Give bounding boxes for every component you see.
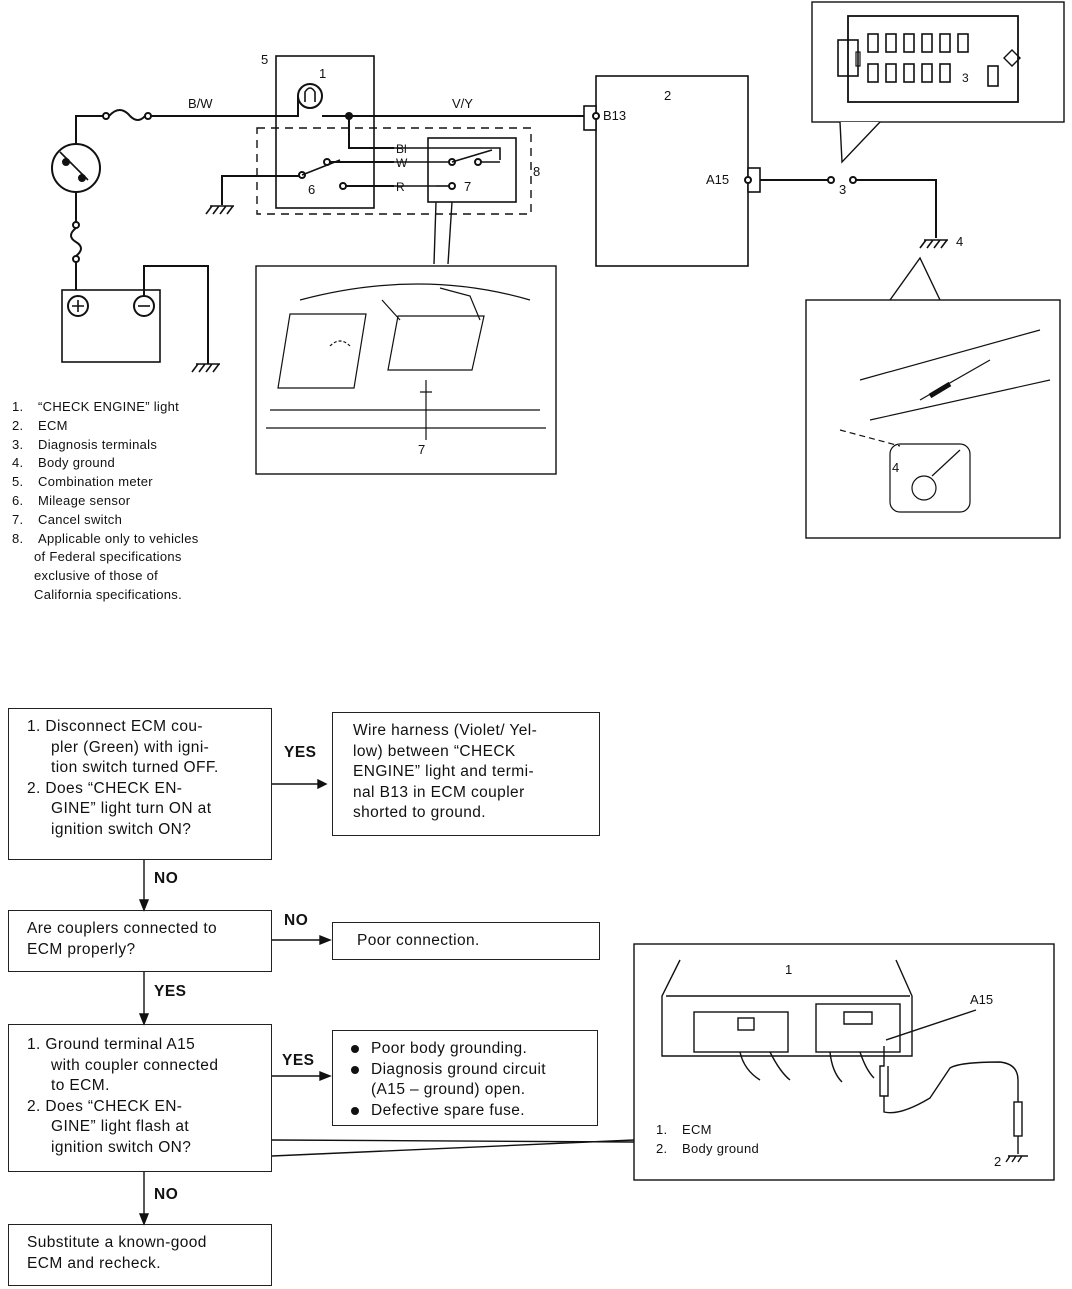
flow-step-2: Are couplers connected to ECM properly? xyxy=(8,910,272,972)
inset-3-label: 3 xyxy=(962,71,969,85)
label-6: 6 xyxy=(308,182,315,197)
diagnosis-connector-inset xyxy=(811,1,1065,123)
cancel-switch-inset xyxy=(255,265,557,475)
bulb-filament-icon xyxy=(304,87,316,102)
legend-item: 1.“CHECK ENGINE” light xyxy=(12,399,180,414)
inset-7-label: 7 xyxy=(418,442,425,457)
connector-pins xyxy=(867,33,969,83)
wire-bl-label: Bl xyxy=(396,142,407,156)
label-1: 1 xyxy=(319,66,326,81)
legend-item-continued: of Federal specifications xyxy=(34,549,182,565)
cause-item: Poor body grounding. xyxy=(347,1039,583,1060)
battery-plus-icon xyxy=(67,295,89,317)
legend-item: 1.ECM xyxy=(656,1122,712,1137)
legend-item: 7.Cancel switch xyxy=(12,511,123,527)
cause-list: Poor body grounding. Diagnosis ground ci… xyxy=(347,1039,583,1121)
legend-item: 5.Combination meter xyxy=(12,474,153,490)
arrow-label-no: NO xyxy=(154,1186,179,1203)
legend-item: 8.Applicable only to vehicles xyxy=(12,530,199,546)
legend-item: 6.Mileage sensor xyxy=(12,492,131,508)
arrow-label-yes: YES xyxy=(154,983,187,1000)
label-2: 2 xyxy=(664,88,671,103)
legend-item: 3.Diagnosis terminals xyxy=(12,436,158,452)
combination-meter xyxy=(275,55,375,209)
label-7: 7 xyxy=(464,179,471,194)
battery xyxy=(61,289,161,363)
ecm-inset-legend: 1.ECM 2.Body ground xyxy=(656,1120,759,1158)
ecm-inset-label-a15: A15 xyxy=(970,992,993,1007)
legend-item-continued: California specifications. xyxy=(34,586,182,602)
legend-item: 2.ECM xyxy=(12,417,68,433)
federal-spec-area xyxy=(256,127,532,215)
label-8: 8 xyxy=(533,164,540,179)
legend-item: 4.Body ground xyxy=(12,455,116,471)
ground-symbol-icon xyxy=(919,239,948,249)
dashboard-sketch xyxy=(266,283,546,429)
body-sketch xyxy=(839,329,1051,513)
diagnosis-connector xyxy=(847,15,1019,103)
legend-item-continued: exclusive of those of xyxy=(34,568,159,584)
arrow-label-no: NO xyxy=(284,912,309,929)
cause-item: Defective spare fuse. xyxy=(347,1101,583,1122)
ecm-inset-label-2: 2 xyxy=(994,1154,1001,1169)
ecm-ground-inset xyxy=(633,943,1055,1181)
arrow-label-yes: YES xyxy=(284,744,317,761)
flow-arrows xyxy=(138,778,635,1226)
wire-w-label: W xyxy=(396,156,408,170)
arrow-label-yes: YES xyxy=(282,1052,315,1069)
ecm-box xyxy=(595,75,749,267)
legend-item: 2.Body ground xyxy=(656,1141,760,1156)
label-a15: A15 xyxy=(706,172,729,187)
flow-step-3: 1. Ground terminal A15 with coupler conn… xyxy=(8,1024,272,1172)
label-4: 4 xyxy=(956,234,963,249)
flow-result-2: Poor connection. xyxy=(332,922,600,960)
flow-result-3: Poor body grounding. Diagnosis ground ci… xyxy=(332,1030,598,1126)
label-3: 3 xyxy=(839,182,846,197)
body-ground-inset xyxy=(805,299,1061,539)
cancel-switch-box xyxy=(427,137,517,203)
main-fuse-icon xyxy=(108,109,146,121)
wire-bw xyxy=(151,96,299,117)
ecm-inset-label-1: 1 xyxy=(785,962,792,977)
wiring-legend: 1.“CHECK ENGINE” light 2.ECM 3.Diagnosis… xyxy=(12,398,199,605)
flow-result-1: Wire harness (Violet/ Yel- low) between … xyxy=(332,712,600,836)
ground-symbol-icon xyxy=(205,205,234,215)
label-vy: V/Y xyxy=(452,96,473,111)
flow-step-4: Substitute a known-good ECM and recheck. xyxy=(8,1224,272,1286)
spare-fuse-icon xyxy=(987,65,999,87)
ecm-sketch xyxy=(661,959,1028,1163)
spare-fuse-icon xyxy=(70,227,82,257)
label-5: 5 xyxy=(261,52,268,67)
wire-r-label: R xyxy=(396,180,405,194)
wire-left-top xyxy=(75,115,106,144)
flow-step-1: 1. Disconnect ECM cou- pler (Green) with… xyxy=(8,708,272,860)
label-b13: B13 xyxy=(603,108,626,123)
inset-4-label: 4 xyxy=(892,460,899,475)
label-bw: B/W xyxy=(188,96,213,111)
arrow-label-no: NO xyxy=(154,870,179,887)
ground-symbol-icon xyxy=(191,363,220,373)
cause-item: Diagnosis ground circuit(A15 – ground) o… xyxy=(347,1060,583,1101)
